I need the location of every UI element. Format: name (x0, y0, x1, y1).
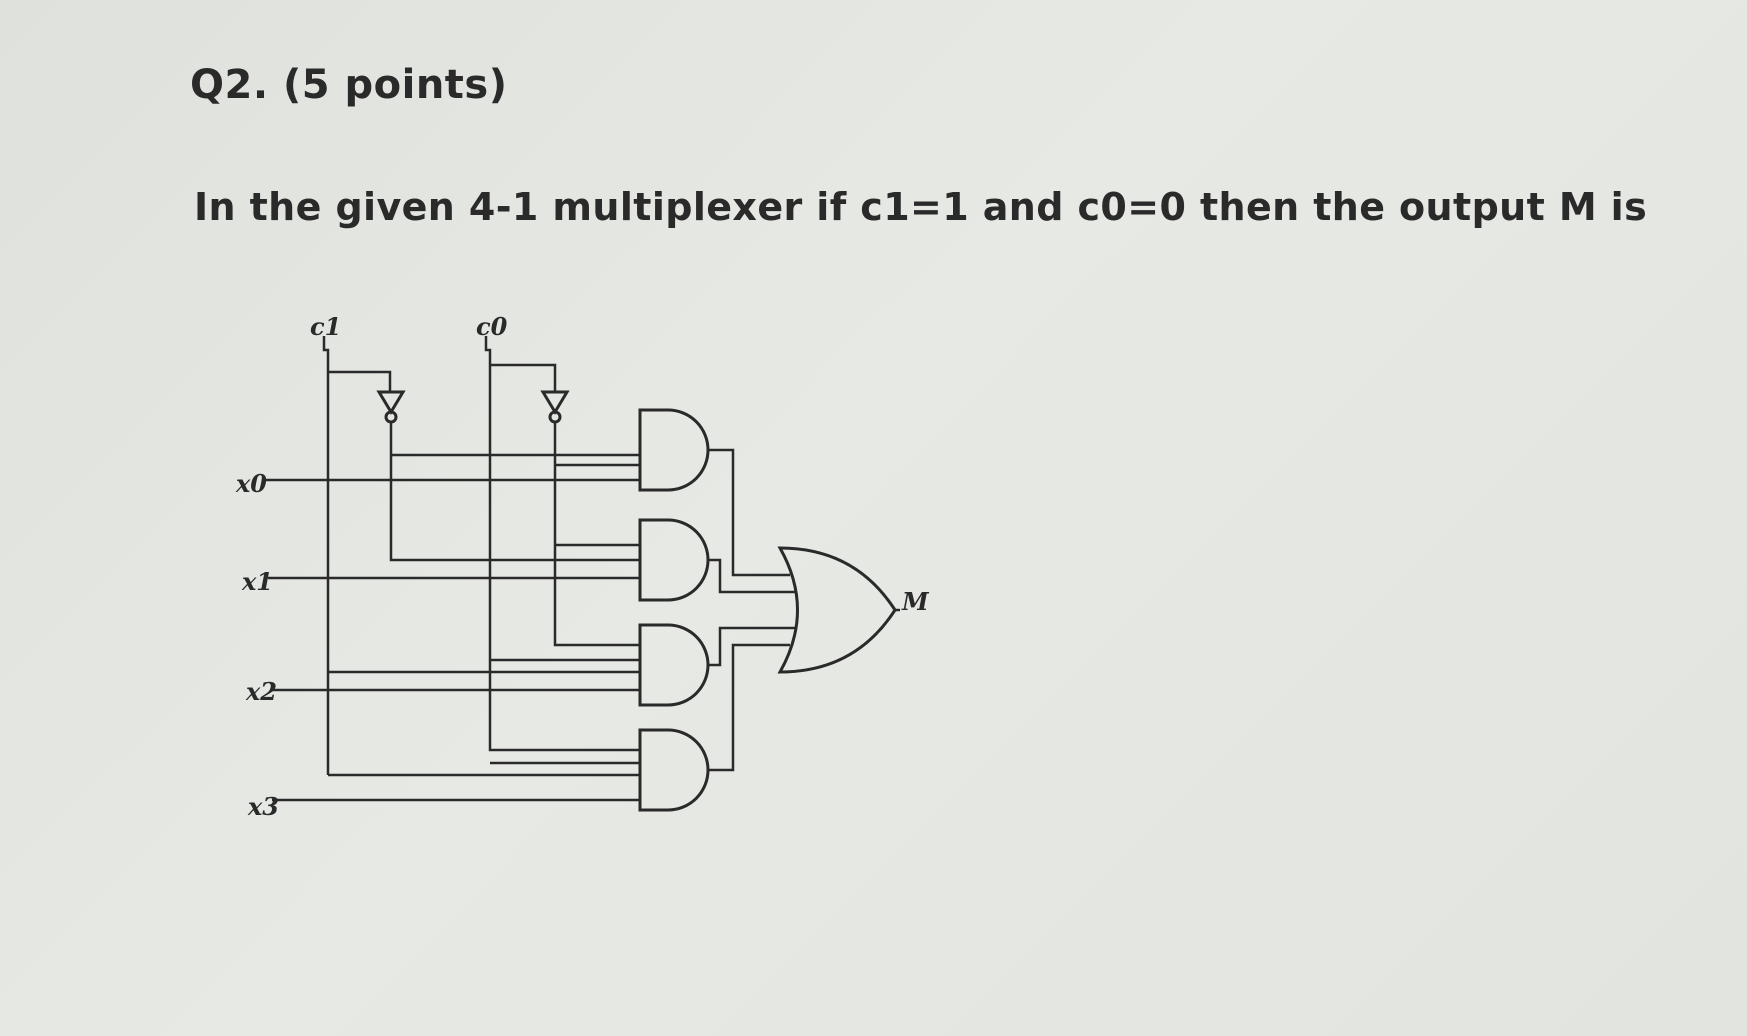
and-gate-2 (638, 623, 710, 707)
c0-not-wire (553, 422, 640, 647)
and-to-or-wires (708, 448, 795, 772)
input-wires (262, 478, 640, 802)
question-title: Q2. (5 points) (190, 62, 508, 108)
c1-inverter (376, 390, 406, 424)
question-text: In the given 4-1 multiplexer if c1=1 and… (194, 185, 1648, 229)
c1-select-wire (322, 336, 392, 775)
c0-select-wire (484, 336, 640, 752)
select-to-and-wires (328, 453, 640, 777)
and-gate-0 (638, 408, 710, 492)
and-gate-1 (638, 518, 710, 602)
c1-not-wire (389, 422, 640, 562)
select-label-c0: c0 (476, 312, 508, 341)
input-label-x1: x1 (241, 567, 273, 596)
or-gate (777, 546, 897, 674)
select-label-c1: c1 (310, 312, 341, 341)
output-label-m: M (901, 587, 930, 616)
input-label-x0: x0 (235, 469, 267, 498)
input-label-x2: x2 (245, 677, 277, 706)
and-gate-3 (638, 728, 710, 812)
c0-inverter (540, 390, 570, 424)
input-label-x3: x3 (247, 792, 279, 821)
